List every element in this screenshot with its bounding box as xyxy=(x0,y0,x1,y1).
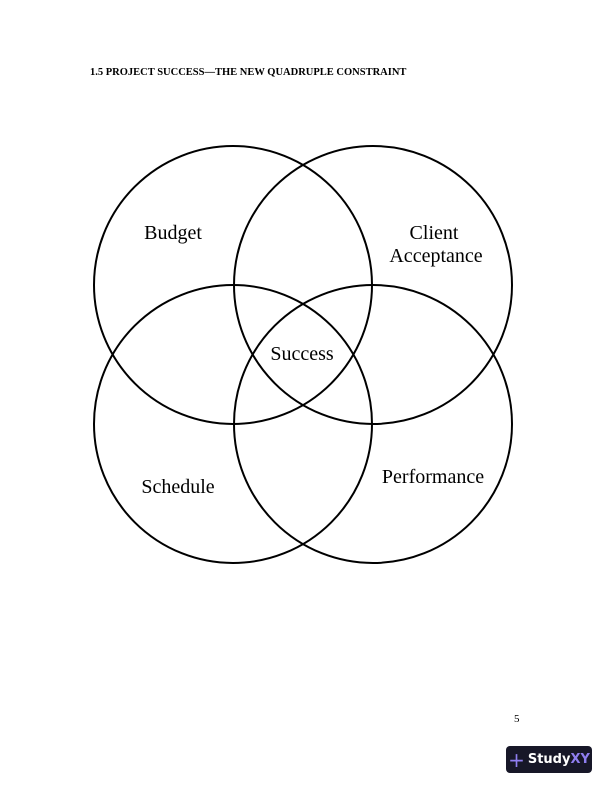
circle-performance xyxy=(233,284,513,564)
plus-icon: + xyxy=(508,747,525,772)
label-budget: Budget xyxy=(144,222,202,244)
section-heading: 1.5 PROJECT SUCCESS—THE NEW QUADRUPLE CO… xyxy=(90,67,407,78)
studyxy-logo: + StudyXY xyxy=(506,746,592,773)
logo-text: Study xyxy=(527,752,571,767)
logo-wordmark: StudyXY xyxy=(528,752,590,767)
circle-schedule xyxy=(93,284,373,564)
label-performance: Performance xyxy=(381,466,485,488)
label-acceptance: Acceptance xyxy=(389,245,483,267)
label-success: Success xyxy=(270,343,334,365)
label-client: Client xyxy=(409,222,459,244)
logo-accent-text: XY xyxy=(570,752,590,767)
page-number: 5 xyxy=(514,713,520,725)
label-schedule: Schedule xyxy=(141,476,215,498)
